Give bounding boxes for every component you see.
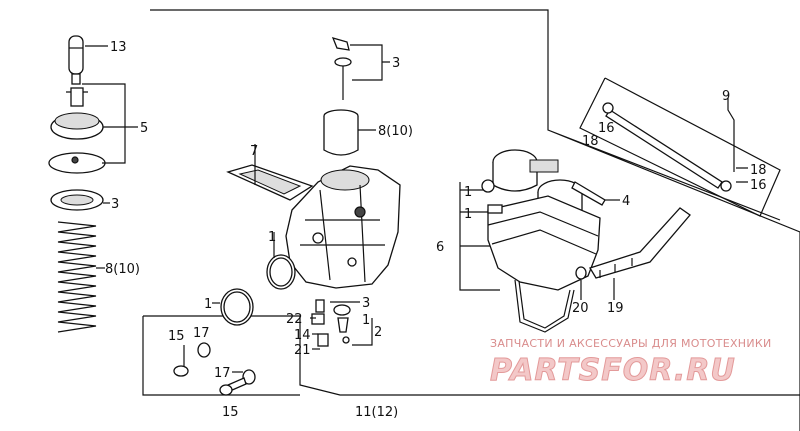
float-chamber-body bbox=[487, 195, 601, 291]
callout-21: 21 bbox=[294, 343, 311, 358]
throttle-spring-part bbox=[57, 221, 97, 333]
callout-19: 19 bbox=[607, 301, 624, 316]
float-pin-part bbox=[571, 181, 606, 206]
callout-3b: 3 bbox=[392, 56, 400, 71]
needle-jet-part bbox=[68, 35, 84, 85]
watermark-logo: PARTSFOR.RU bbox=[490, 353, 736, 388]
callout-16a: 16 bbox=[598, 121, 615, 136]
callout-17a: 17 bbox=[193, 326, 210, 341]
callout-18a: 18 bbox=[582, 134, 599, 149]
callout-8a: 8(10) bbox=[105, 262, 140, 277]
throttle-link-rod bbox=[602, 102, 732, 192]
overflow-hose-part bbox=[589, 207, 691, 279]
watermark-caption: ЗАПЧАСТИ И АКСЕССУАРЫ ДЛЯ МОТОТЕХНИКИ bbox=[490, 337, 772, 350]
drain-tube-part bbox=[514, 279, 575, 333]
callout-1a: 1 bbox=[268, 230, 276, 245]
main-jet-parts bbox=[311, 299, 351, 347]
pilot-screw-part bbox=[331, 37, 352, 100]
o-ring-part bbox=[266, 254, 296, 290]
callout-18b: 18 bbox=[750, 163, 767, 178]
callout-14: 14 bbox=[294, 328, 311, 343]
callout-15a: 15 bbox=[168, 329, 185, 344]
callout-3a: 3 bbox=[111, 197, 119, 212]
callout-2: 2 bbox=[374, 325, 382, 340]
slide-cap-part bbox=[50, 87, 104, 140]
callout-8b: 8(10) bbox=[378, 124, 413, 139]
gasket-ring-part bbox=[220, 288, 254, 326]
callout-7: 7 bbox=[250, 144, 258, 159]
callout-1b: 1 bbox=[204, 297, 212, 312]
callout-16b: 16 bbox=[750, 178, 767, 193]
callout-9: 9 bbox=[722, 89, 730, 104]
washer-part-a bbox=[197, 342, 211, 358]
callout-11: 11(12) bbox=[355, 405, 398, 420]
float-bowl-gasket-plate bbox=[226, 164, 314, 201]
screw-part-b bbox=[219, 377, 247, 396]
callout-1d: 1 bbox=[464, 185, 472, 200]
callout-3c: 3 bbox=[362, 296, 370, 311]
hose-clip-part bbox=[575, 266, 587, 280]
callout-13: 13 bbox=[110, 40, 127, 55]
callout-4: 4 bbox=[622, 194, 630, 209]
callout-1e: 1 bbox=[464, 207, 472, 222]
callout-15b: 15 bbox=[222, 405, 239, 420]
callout-5: 5 bbox=[140, 121, 148, 136]
callout-17b: 17 bbox=[214, 366, 231, 381]
callout-20: 20 bbox=[572, 301, 589, 316]
assembly-frame bbox=[142, 9, 800, 431]
needle-jet-holder-part bbox=[323, 109, 359, 156]
callout-22: 22 bbox=[286, 312, 303, 327]
spring-seat-part bbox=[48, 152, 106, 174]
callout-1c: 1 bbox=[362, 313, 370, 328]
washer-part-b bbox=[242, 369, 256, 385]
float-valve-parts bbox=[481, 179, 503, 214]
screw-part-a bbox=[173, 345, 189, 377]
washer-part bbox=[50, 189, 104, 211]
callout-6: 6 bbox=[436, 240, 444, 255]
carburetor-body bbox=[285, 165, 401, 289]
